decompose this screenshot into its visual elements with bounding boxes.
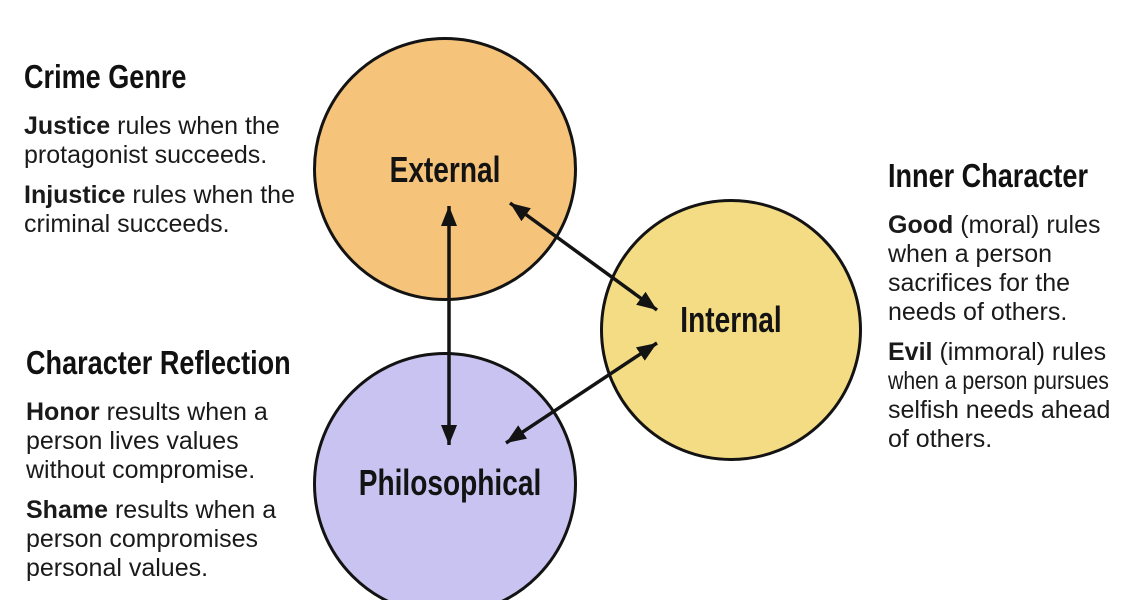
shame-keyword: Shame xyxy=(26,496,108,524)
honor-paragraph: Honor results when a person lives values… xyxy=(26,398,318,485)
inner-character-heading: Inner Character xyxy=(888,157,1089,194)
honor-keyword: Honor xyxy=(26,398,100,426)
inner-character-section: Inner Character Good (moral) rules when … xyxy=(888,157,1134,465)
philosophical-circle-label: Philosophical xyxy=(358,462,542,503)
shame-text: results when a person compromises person… xyxy=(26,496,277,582)
crime-genre-section: Crime Genre Justice rules when the prota… xyxy=(24,58,316,250)
shame-paragraph: Shame results when a person compromises … xyxy=(26,496,318,583)
evil-keyword: Evil xyxy=(888,338,933,366)
internal-circle-label: Internal xyxy=(680,299,782,340)
evil-text-line2: when a person pursues xyxy=(888,367,1109,395)
external-circle-label: External xyxy=(389,149,501,190)
arrow-internal-philosophical xyxy=(505,341,658,445)
character-reflection-section: Character Reflection Honor results when … xyxy=(26,344,318,594)
justice-text: rules when the protagonist succeeds. xyxy=(24,112,280,169)
evil-text-rest: selfish needs ahead of others. xyxy=(888,396,1111,453)
arrow-external-internal xyxy=(508,201,659,312)
injustice-paragraph: Injustice rules when the criminal succee… xyxy=(24,181,316,239)
character-reflection-heading: Character Reflection xyxy=(26,344,291,381)
evil-text-line1: (immoral) rules xyxy=(939,338,1107,366)
injustice-keyword: Injustice xyxy=(24,181,126,209)
good-keyword: Good xyxy=(888,211,954,239)
justice-paragraph: Justice rules when the protagonist succe… xyxy=(24,112,316,170)
good-text: (moral) rules when a person sacrifices f… xyxy=(888,211,1101,326)
honor-text: results when a person lives values witho… xyxy=(26,398,268,484)
justice-keyword: Justice xyxy=(24,112,111,140)
injustice-text: rules when the criminal succeeds. xyxy=(24,181,295,238)
crime-genre-heading: Crime Genre xyxy=(24,58,187,95)
good-paragraph: Good (moral) rules when a person sacrifi… xyxy=(888,211,1134,327)
